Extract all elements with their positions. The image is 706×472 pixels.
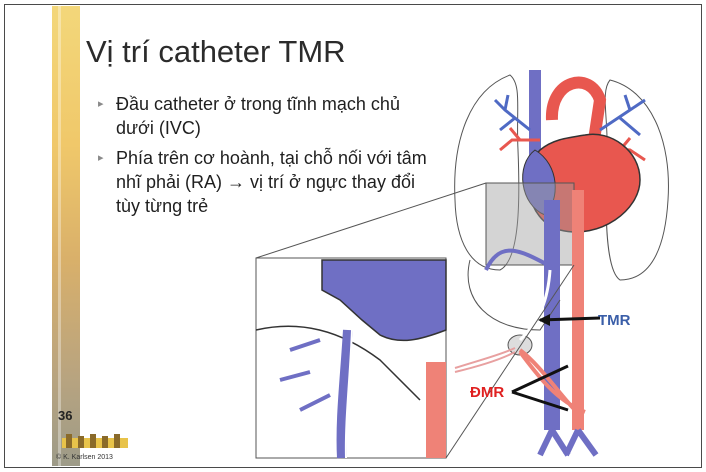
- lung-vessels-left: [495, 95, 530, 130]
- aorta-arch: [552, 83, 600, 140]
- tmr-label: TMR: [598, 312, 631, 329]
- copyright-text: © K. Karlsen 2013: [56, 454, 113, 461]
- dmr-label: ĐMR: [470, 384, 504, 401]
- iliac-vessels: [540, 430, 596, 455]
- zoom-line: [256, 183, 486, 258]
- magnified-inset: [256, 258, 446, 458]
- page-number: 36: [58, 408, 72, 423]
- course-logo-icon: [60, 432, 130, 452]
